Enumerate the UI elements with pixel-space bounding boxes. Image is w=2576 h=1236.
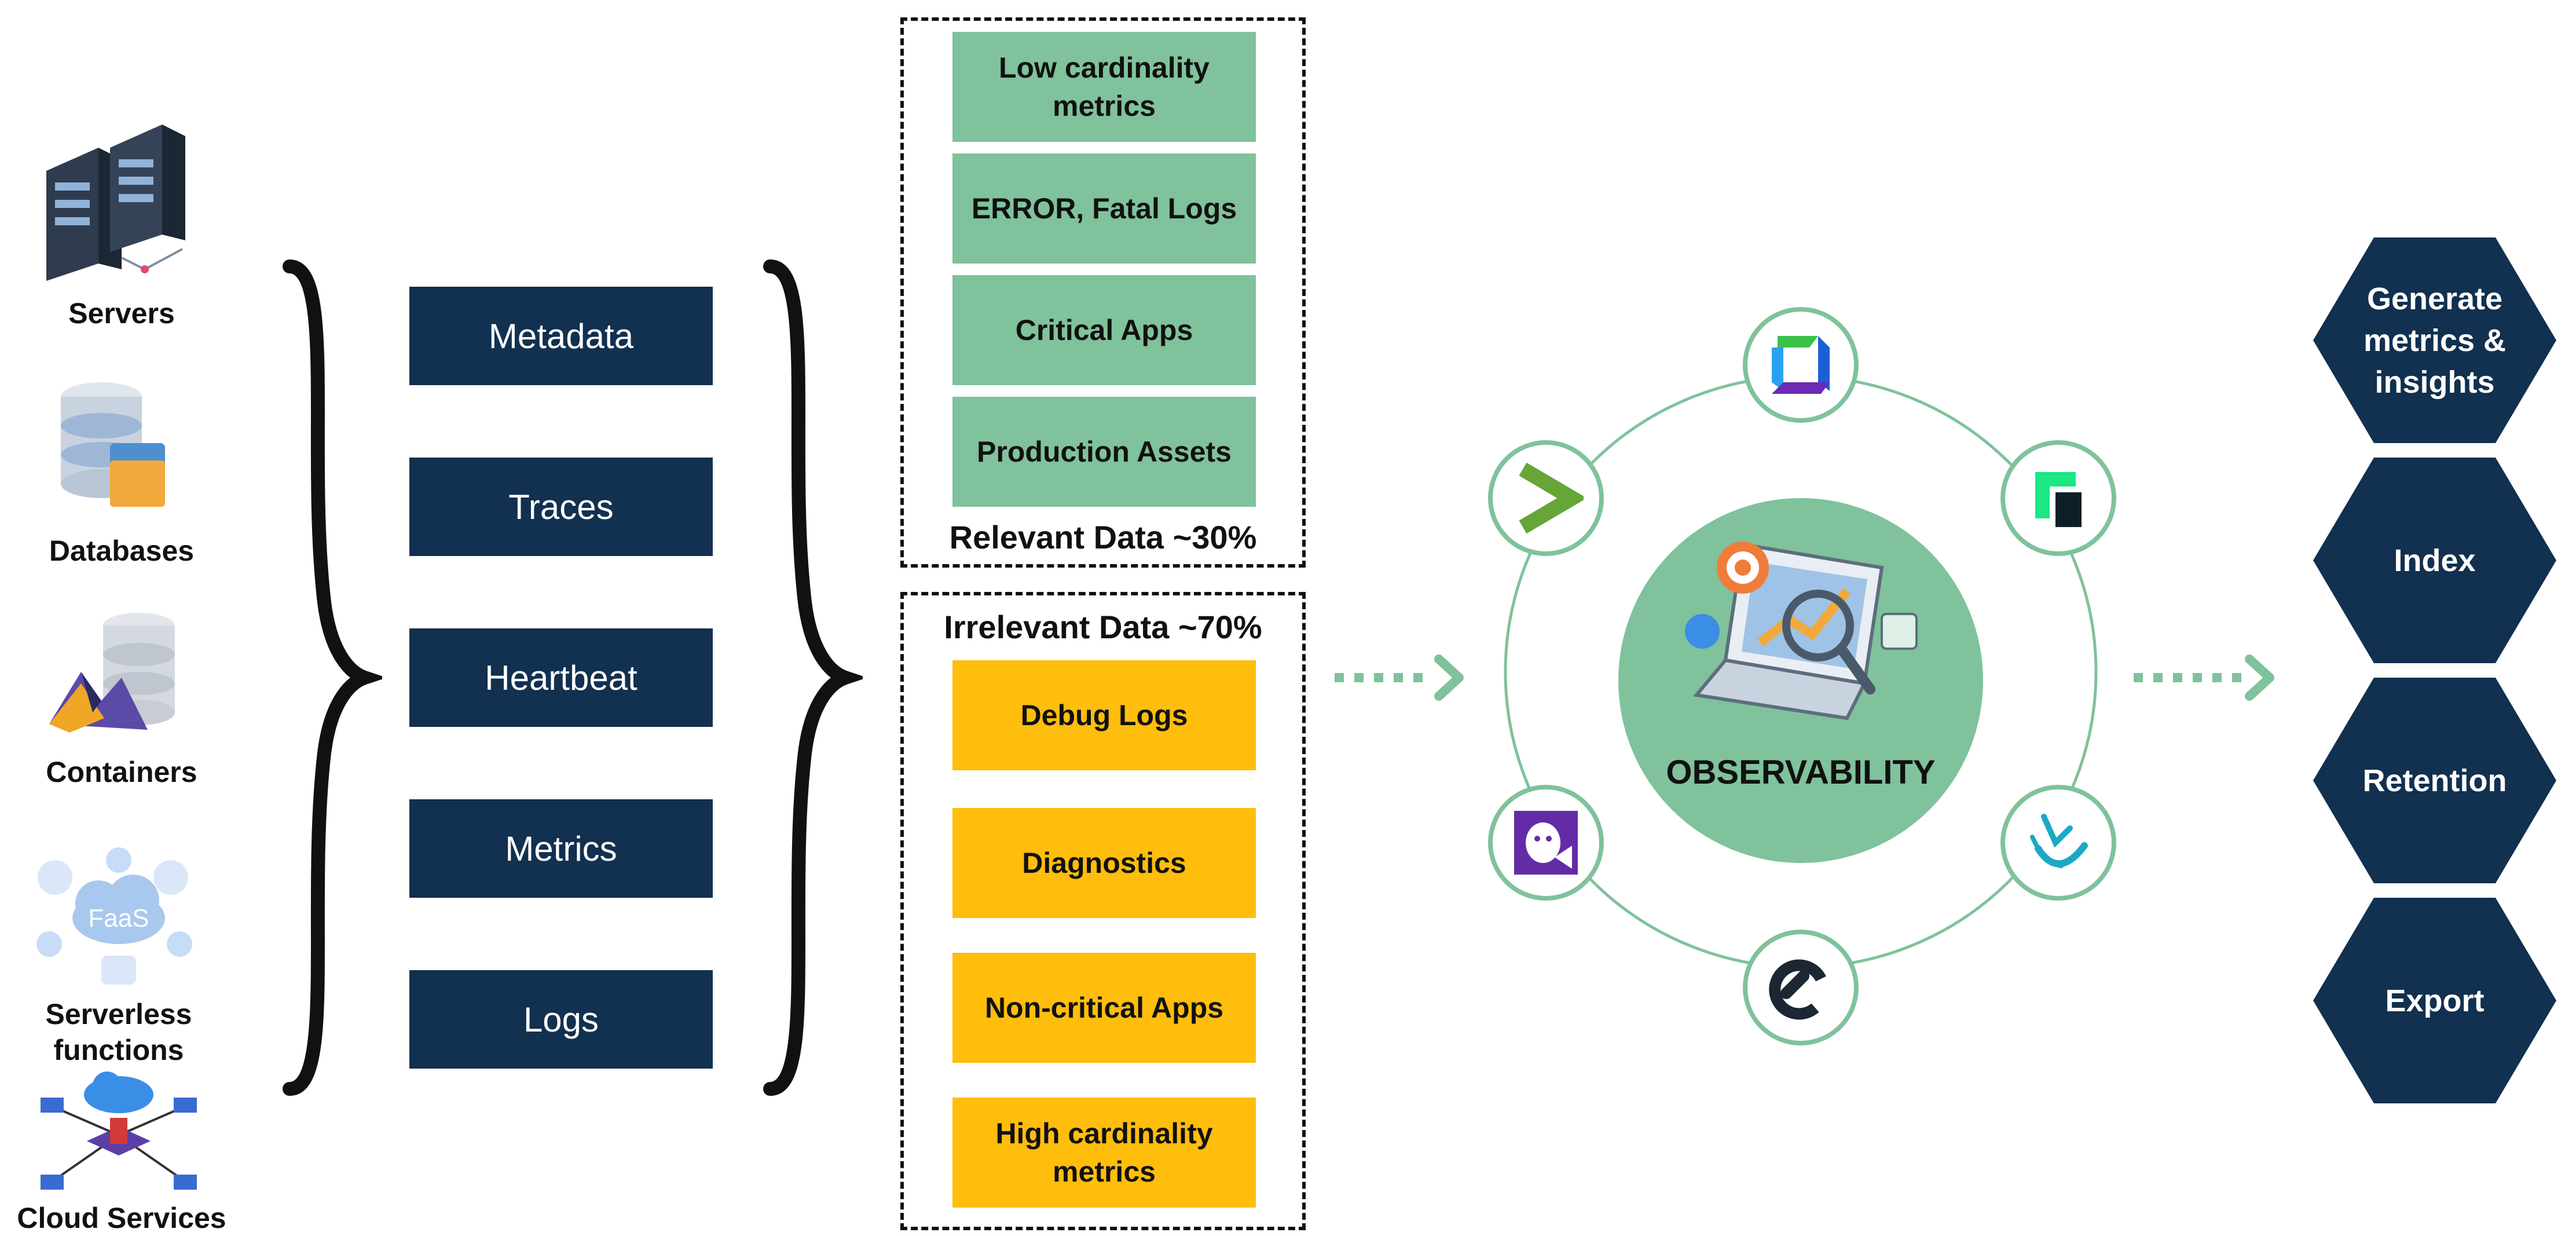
left-curly-brace xyxy=(283,259,382,1096)
dynatrace-logo-icon xyxy=(1743,307,1859,423)
output-export: Export xyxy=(2313,898,2556,1103)
relevant-data-caption: Relevant Data ~30% xyxy=(949,519,1257,555)
right-curly-brace xyxy=(763,259,863,1096)
faas-icon: FaaS xyxy=(36,847,192,985)
data-type-logs: Logs xyxy=(409,970,713,1069)
laptop-analytics-icon xyxy=(1685,542,1918,721)
server-rack-icon xyxy=(46,125,185,281)
output-retention: Retention xyxy=(2313,678,2556,883)
relevant-data-box xyxy=(900,17,1306,568)
output-index: Index xyxy=(2313,458,2556,663)
relevant-item-critical-apps: Critical Apps xyxy=(952,275,1256,385)
source-label-serverless: Serverless functions xyxy=(45,998,192,1066)
faas-icon-text: FaaS xyxy=(88,904,149,933)
observability-label: OBSERVABILITY xyxy=(1666,754,1936,791)
irrelevant-data-box xyxy=(900,592,1306,1230)
elastic-apm-logo-icon xyxy=(2000,785,2116,901)
new-relic-logo-icon xyxy=(2000,440,2116,556)
relevant-item-production-assets: Production Assets xyxy=(952,397,1256,507)
cloud-network-icon xyxy=(41,1072,197,1190)
relevant-item-low-cardinality: Low cardinality metrics xyxy=(952,32,1256,142)
dotted-arrow-to-outputs xyxy=(2134,654,2274,701)
irrelevant-item-diagnostics: Diagnostics xyxy=(952,808,1256,918)
data-type-metrics: Metrics xyxy=(409,799,713,898)
source-label-databases: Databases xyxy=(49,535,195,567)
irrelevant-item-non-critical-apps: Non-critical Apps xyxy=(952,953,1256,1063)
relevant-item-error-logs: ERROR, Fatal Logs xyxy=(952,153,1256,264)
irrelevant-item-high-cardinality: High cardinality metrics xyxy=(952,1098,1256,1208)
data-type-metadata: Metadata xyxy=(409,287,713,385)
data-type-heartbeat: Heartbeat xyxy=(409,628,713,727)
source-label-cloud: Cloud Services xyxy=(17,1202,226,1234)
source-label-containers: Containers xyxy=(46,756,197,788)
irrelevant-item-debug-logs: Debug Logs xyxy=(952,660,1256,770)
dotted-arrow-to-observability xyxy=(1335,654,1464,701)
output-generate-metrics: Generate metrics & insights xyxy=(2313,237,2556,443)
database-icon xyxy=(61,382,165,507)
honeycomb-logo-icon xyxy=(1743,930,1859,1045)
splunk-logo-icon xyxy=(1488,440,1604,556)
datadog-logo-icon xyxy=(1488,785,1604,901)
data-type-traces: Traces xyxy=(409,458,713,556)
containers-icon xyxy=(49,613,175,733)
source-label-servers: Servers xyxy=(68,297,175,330)
irrelevant-data-caption: Irrelevant Data ~70% xyxy=(944,609,1262,645)
